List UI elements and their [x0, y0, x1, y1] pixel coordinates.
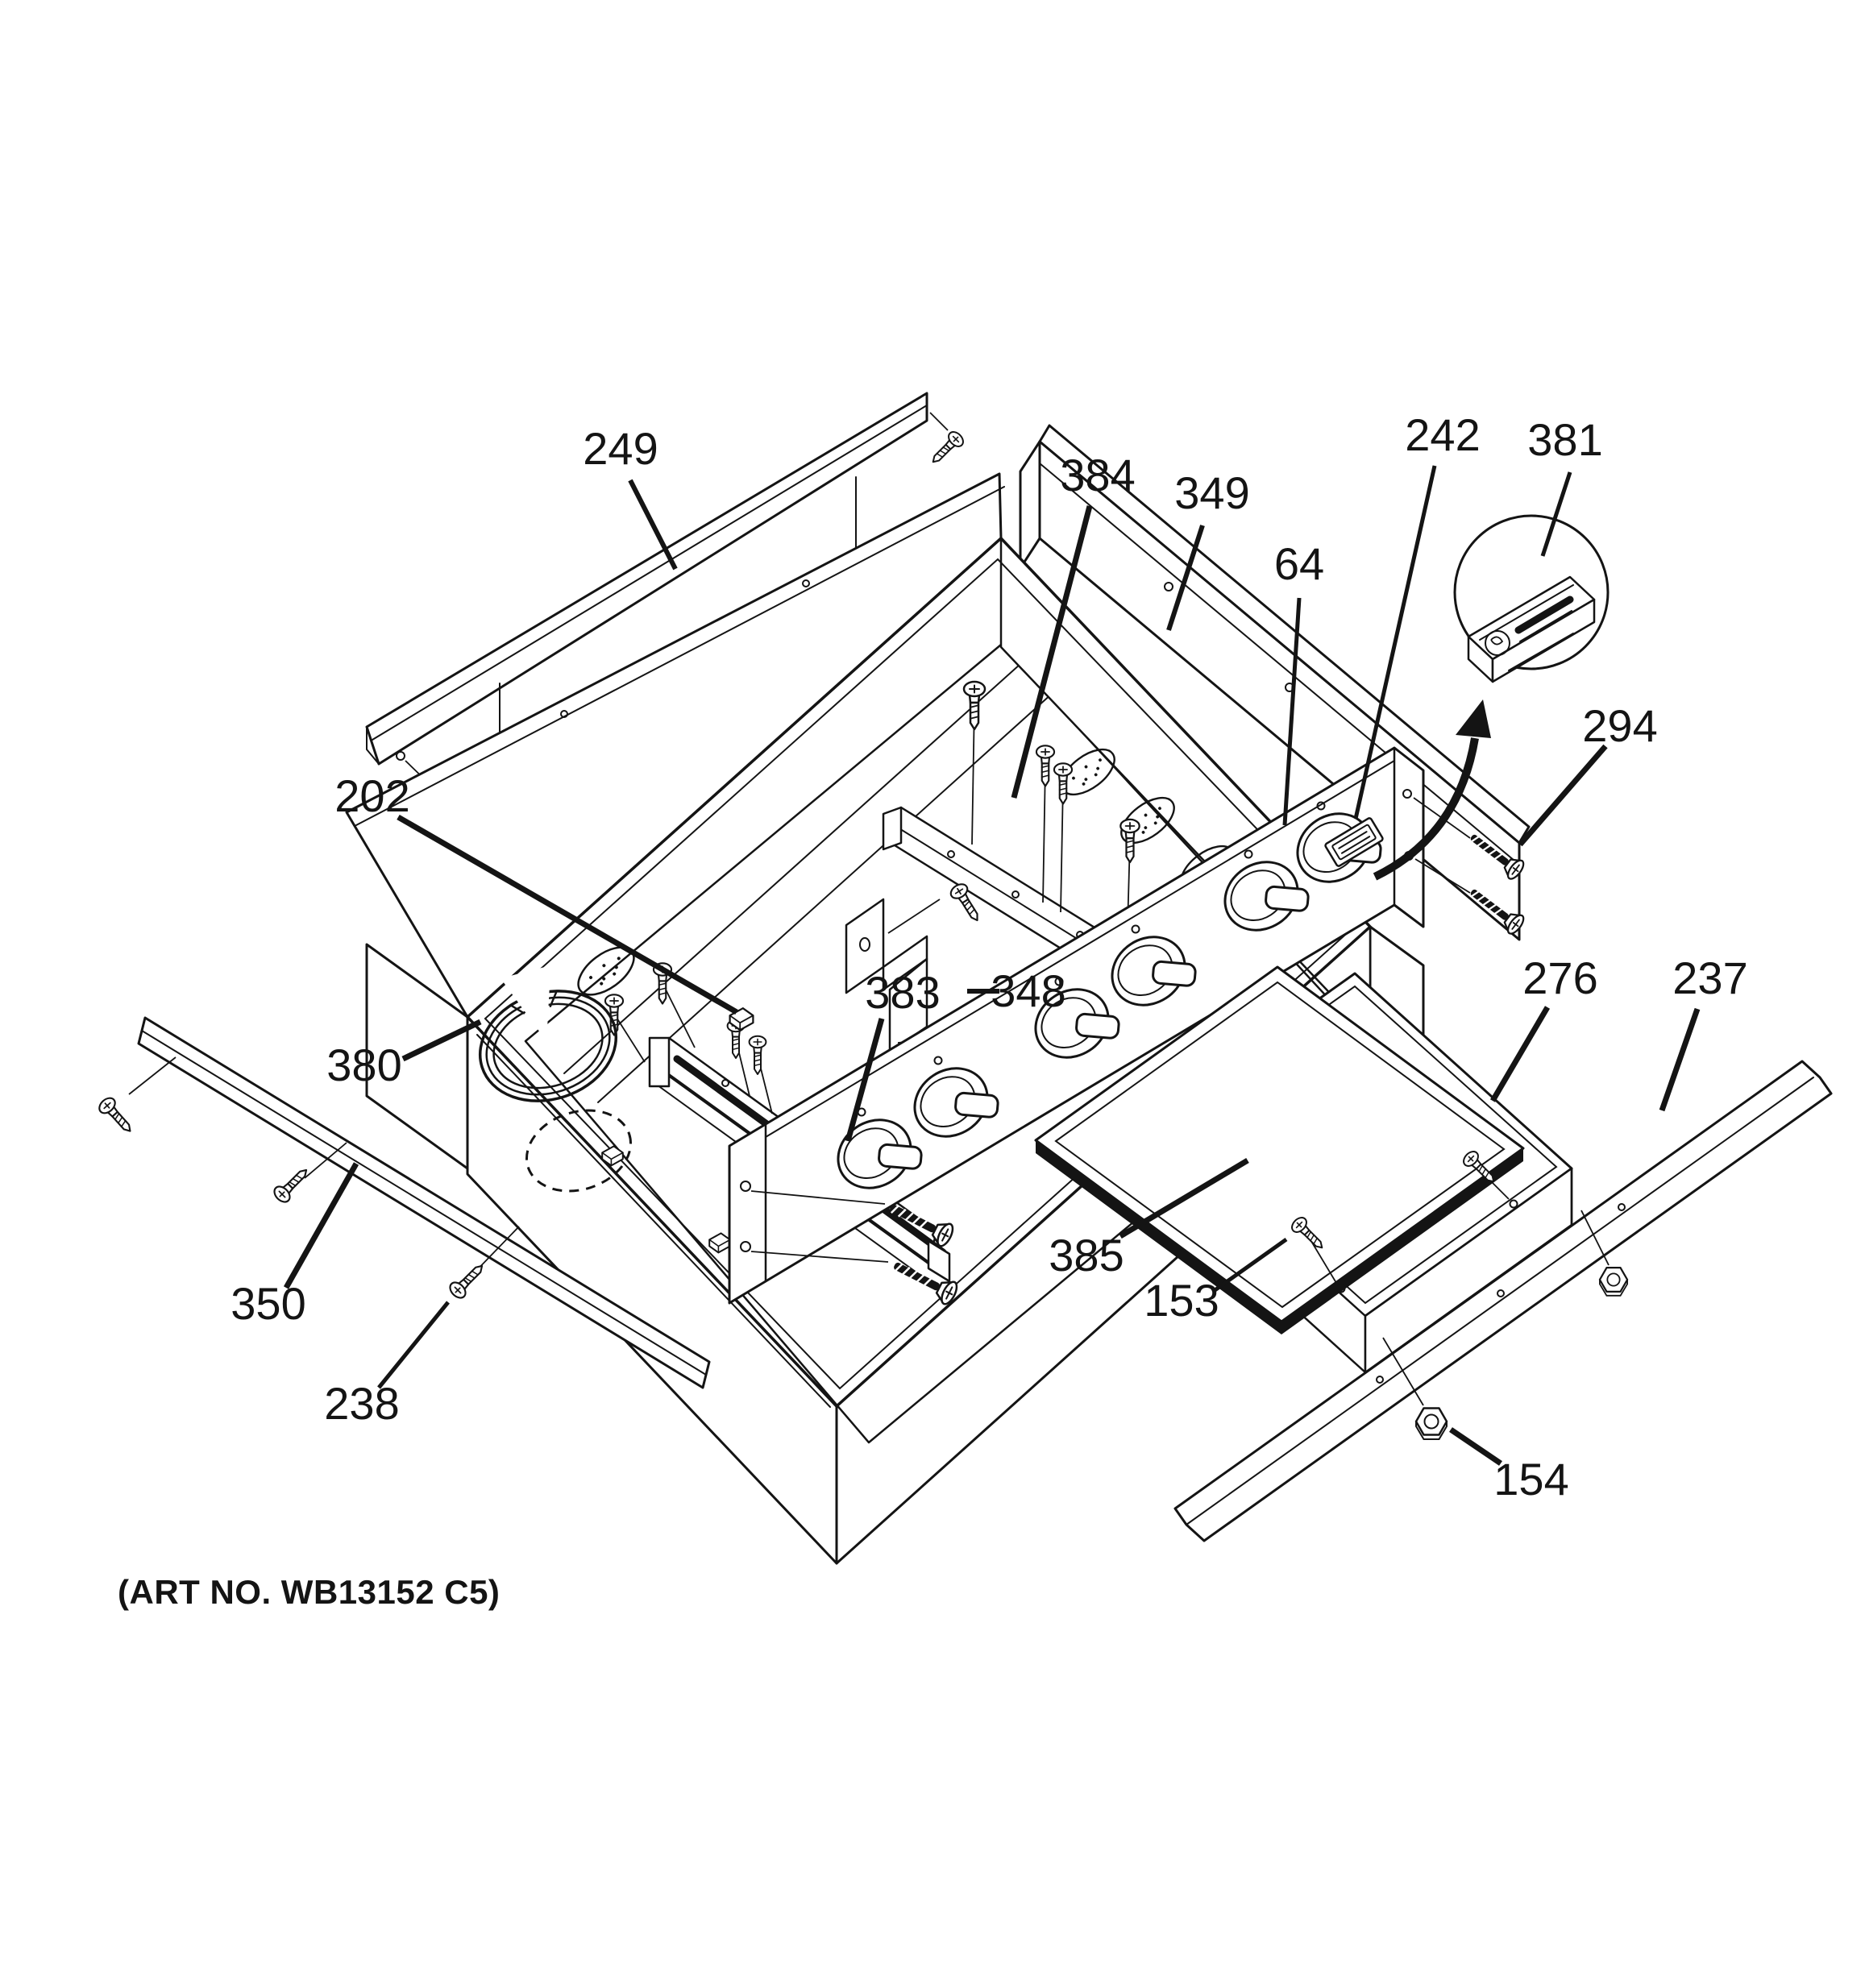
callout-leader-294: [1518, 744, 1608, 847]
callout-label-64: 64: [1274, 538, 1324, 589]
callout-leader-384: [1011, 505, 1093, 799]
callout-leader-153: [1212, 1237, 1288, 1293]
callout-leader-154: [1449, 1427, 1502, 1466]
callout-leader-238: [377, 1301, 450, 1389]
curved-arrow-icon: [1373, 699, 1491, 881]
part-249-top-rail: [365, 392, 967, 825]
callout-label-249: 249: [583, 423, 658, 474]
part-380-ring: [478, 965, 632, 1193]
callout-label-153: 153: [1144, 1275, 1219, 1326]
callout-label-381: 381: [1527, 414, 1602, 465]
callout-leader-385: [1119, 1157, 1249, 1239]
callout-label-242: 242: [1405, 409, 1480, 460]
tray-screws-153: [1288, 1148, 1518, 1293]
part-350-trim: [95, 1016, 711, 1389]
callout-label-383: 383: [865, 967, 940, 1018]
callout-label-380: 380: [326, 1040, 401, 1090]
callout-layer: 249 202 380 350 238 384 349 64 242 381 294 348 383 38…: [231, 409, 1747, 1504]
callout-leader-349: [1166, 525, 1205, 631]
callout-leader-242: [1353, 465, 1437, 820]
callout-label-349: 349: [1174, 467, 1249, 518]
callout-leader-202: [397, 814, 738, 1015]
part-237-bar: [1173, 1060, 1833, 1542]
callout-leader-237: [1659, 1007, 1701, 1112]
callout-label-384: 384: [1060, 450, 1135, 500]
ge-monogram-badge-icon: [1467, 575, 1596, 683]
callout-leader-249: [628, 479, 678, 571]
callout-leader-380: [401, 1019, 482, 1062]
nameplate-242: [1324, 817, 1384, 867]
callout-label-238: 238: [324, 1378, 399, 1429]
callout-leader-383: [845, 1018, 885, 1142]
callout-label-385: 385: [1049, 1230, 1124, 1280]
callout-leader-350: [283, 1162, 359, 1289]
callout-label-294: 294: [1582, 700, 1657, 751]
callout-label-202: 202: [334, 770, 409, 821]
callout-leader-64: [1282, 597, 1302, 826]
callout-label-237: 237: [1672, 952, 1747, 1003]
callout-leader-381: [1540, 471, 1572, 557]
detail-circle: [1453, 514, 1610, 683]
callout-label-276: 276: [1522, 952, 1597, 1003]
part-385-griddle-plate: [1034, 965, 1525, 1334]
callout-label-348: 348: [991, 965, 1065, 1016]
callout-label-350: 350: [231, 1278, 305, 1329]
art-number: (ART NO. WB13152 C5): [118, 1573, 500, 1611]
callout-leader-276: [1489, 1006, 1551, 1102]
callout-label-154: 154: [1493, 1454, 1568, 1504]
